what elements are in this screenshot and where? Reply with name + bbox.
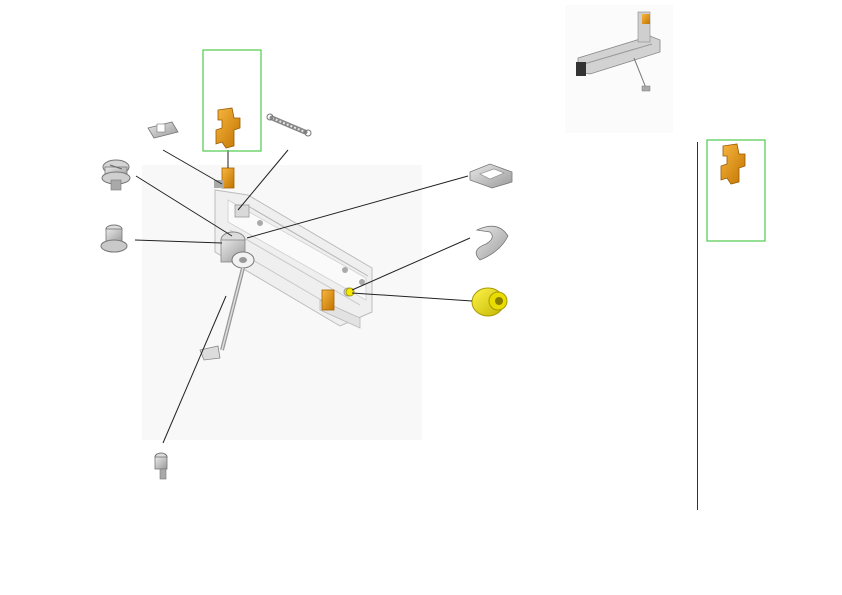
yellow-bushing	[471, 287, 508, 317]
sidebar-divider	[697, 142, 698, 510]
hook-clip	[475, 225, 509, 261]
render-background	[142, 165, 422, 440]
cable-guide	[469, 163, 513, 189]
cylinder-pin	[100, 224, 128, 253]
roller-cylinder	[220, 231, 255, 269]
sidebar-orange-bracket	[720, 143, 746, 185]
highlight-box-bracket	[202, 49, 262, 152]
slide-rail-assembly	[199, 167, 373, 361]
highlight-box-sidebar	[706, 139, 766, 242]
overview-thumbnail	[565, 5, 673, 133]
flange-screw	[101, 159, 131, 191]
orange-sensor-bracket	[215, 107, 241, 149]
tension-spring	[266, 113, 312, 137]
short-bolt	[154, 452, 168, 480]
wire-clamp	[147, 121, 179, 139]
leader-lines	[134, 149, 473, 444]
